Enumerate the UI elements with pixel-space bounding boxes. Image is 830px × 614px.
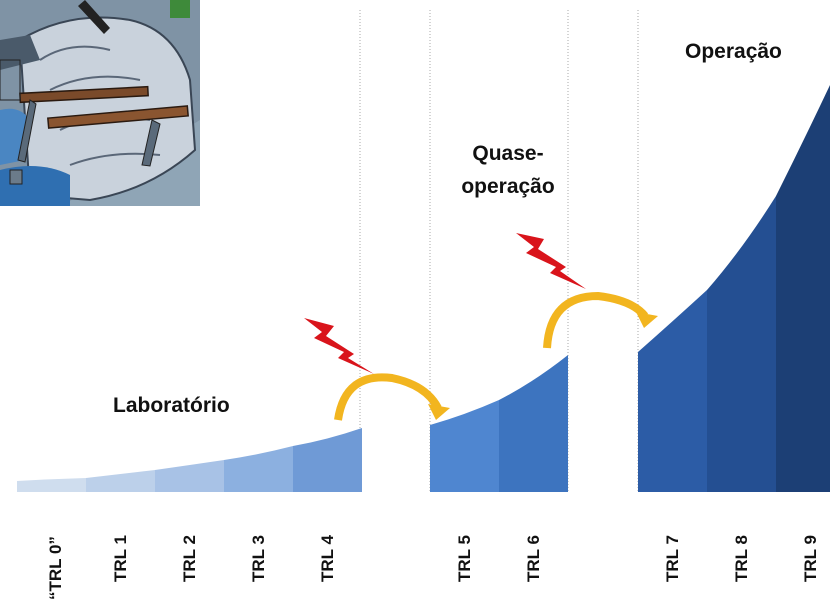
trl-1-block [86, 470, 155, 492]
phase-label-quase-operacao: Quase- operação [443, 137, 573, 203]
trl-label: TRL 8 [732, 535, 751, 582]
trl-label: TRL 3 [249, 535, 268, 582]
phase-label-laboratorio: Laboratório [113, 394, 230, 417]
trl-2-block [155, 460, 224, 492]
trl-label: TRL 6 [524, 535, 543, 582]
trl-5-block [430, 400, 499, 492]
lightning-icon [304, 318, 374, 374]
trl-3-block [224, 446, 293, 492]
trl-label: TRL 5 [455, 535, 474, 582]
trl-8-block [707, 196, 776, 492]
trl-label: TRL 1 [111, 535, 130, 582]
phase-label-line: Quase- [472, 142, 544, 165]
phase-label-operacao: Operação [685, 40, 782, 63]
curved-arrow-icon [334, 373, 450, 421]
trl-4-block [293, 428, 362, 492]
trl-7-block [638, 290, 707, 492]
trl-label: “TRL 0” [46, 536, 65, 600]
phase-label-line: operação [461, 175, 555, 198]
trl-6-block [499, 355, 568, 492]
trl-label: TRL 9 [801, 535, 820, 582]
trl-9-block [776, 85, 830, 492]
trl-label: TRL 2 [180, 535, 199, 582]
cartoon-bridge-image [0, 0, 200, 206]
trl-0-block [17, 478, 86, 492]
curved-arrow-icon [543, 291, 658, 349]
trl-label: TRL 4 [318, 535, 337, 582]
lightning-icon [516, 233, 586, 289]
trl-label: TRL 7 [663, 535, 682, 582]
